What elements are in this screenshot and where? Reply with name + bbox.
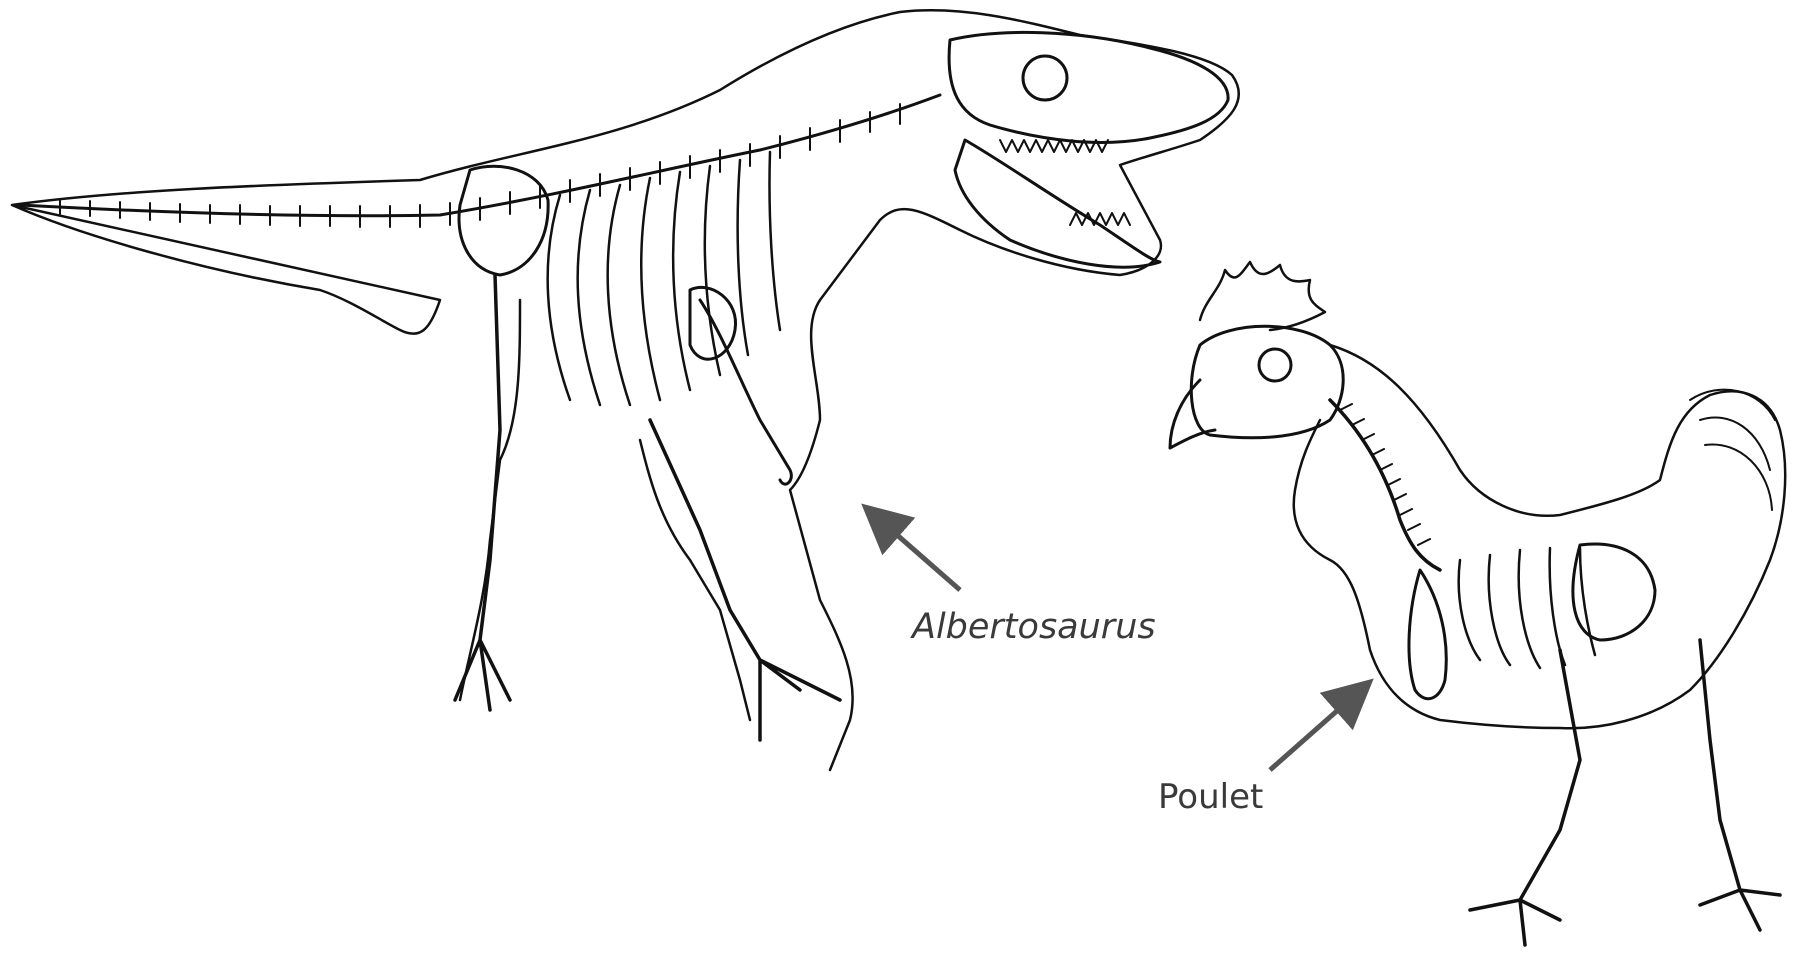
albertosaurus-teeth [1000, 140, 1130, 225]
chicken-left-leg [1470, 650, 1580, 945]
chicken-neck-vertebrae [1340, 404, 1430, 545]
albertosaurus-jaw [955, 140, 1160, 267]
albertosaurus-label: Albertosaurus [912, 610, 1156, 645]
chicken-right-leg [1700, 640, 1780, 930]
albertosaurus-eye-socket [1023, 56, 1067, 100]
albertosaurus-right-leg [650, 420, 840, 740]
albertosaurus-pointer-arrow [880, 520, 960, 590]
chicken-illustration [1170, 262, 1785, 945]
poulet-label: Poulet [1158, 780, 1263, 814]
albertosaurus-skull [949, 32, 1228, 142]
albertosaurus-illustration [12, 10, 1239, 770]
chicken-neck [1330, 400, 1440, 570]
chicken-eye-socket [1259, 349, 1291, 381]
poulet-pointer-arrow [1270, 695, 1355, 770]
chicken-comb [1200, 262, 1325, 330]
chicken-wing [1409, 570, 1446, 699]
albertosaurus-left-leg [455, 275, 510, 710]
chicken-body-outline [1294, 345, 1785, 728]
chicken-pelvis [1573, 544, 1655, 640]
albertosaurus-ribs [548, 152, 780, 405]
albertosaurus-pelvis [459, 166, 548, 275]
chicken-beak [1170, 380, 1215, 448]
albertosaurus-arm [700, 300, 791, 484]
chicken-tail [1690, 390, 1775, 510]
albertosaurus-vertebrae [60, 104, 900, 227]
